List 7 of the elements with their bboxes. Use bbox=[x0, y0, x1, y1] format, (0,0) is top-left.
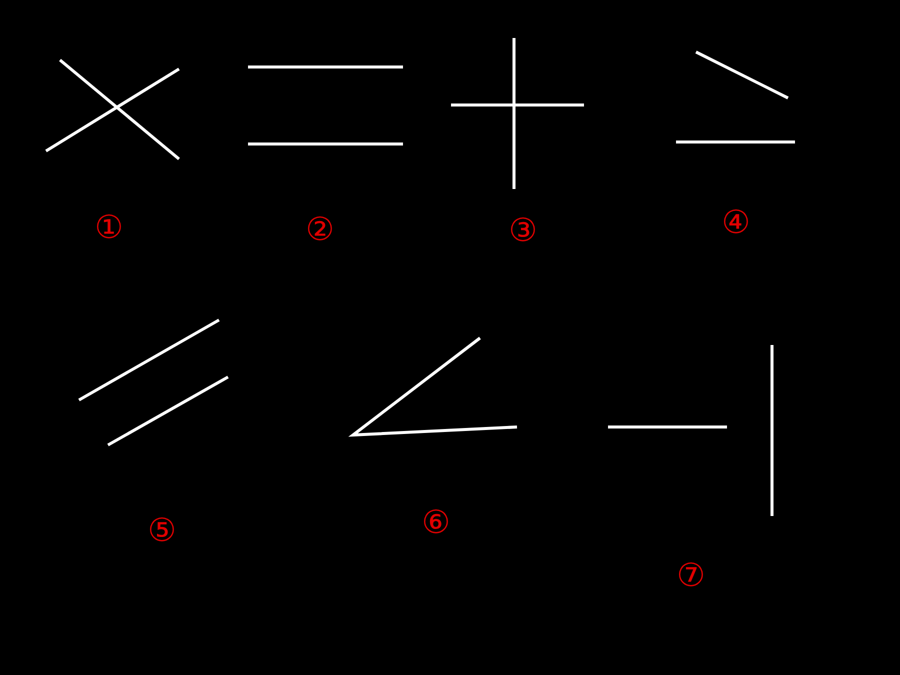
callout-number: ① bbox=[94, 211, 124, 243]
callout-number: ③ bbox=[508, 214, 538, 246]
callout-number: ⑥ bbox=[422, 506, 450, 538]
callout-number: ⑤ bbox=[148, 514, 176, 546]
callout-number: ⑦ bbox=[676, 559, 706, 591]
callout-number: ④ bbox=[722, 206, 750, 238]
callout-number: ② bbox=[306, 213, 334, 245]
